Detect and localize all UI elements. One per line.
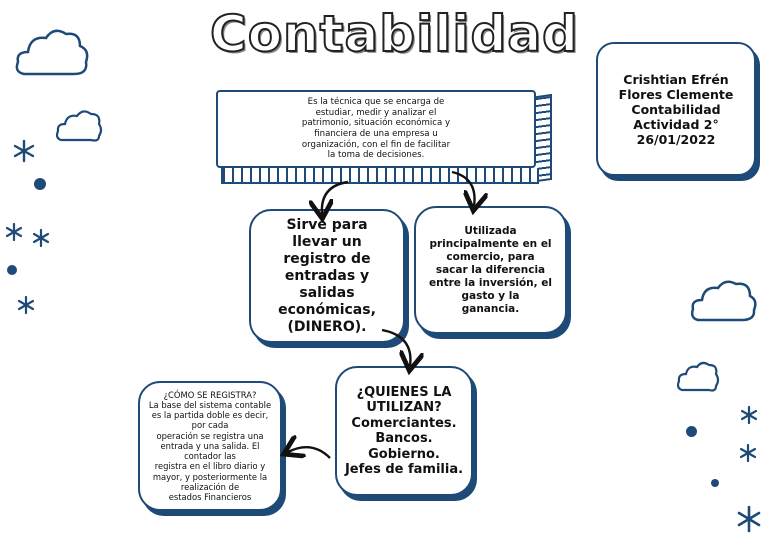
star-icon bbox=[737, 505, 761, 533]
cloud-icon bbox=[690, 280, 757, 322]
recording-text: ¿CÓMO SE REGISTRA? La base del sistema c… bbox=[148, 389, 272, 502]
arrow-icon bbox=[288, 447, 331, 459]
users-text: ¿QUIENES LA UTILIZAN? Comerciantes. Banc… bbox=[344, 384, 464, 478]
star-icon bbox=[740, 405, 758, 425]
star-icon bbox=[5, 222, 23, 242]
dot-icon bbox=[7, 265, 17, 275]
arrow-icon bbox=[381, 328, 410, 366]
users-box: ¿QUIENES LA UTILIZAN? Comerciantes. Banc… bbox=[335, 366, 473, 496]
purpose-text: Sirve para llevar un registro de entrada… bbox=[278, 216, 376, 335]
author-info-box: Crishtian Efrén Flores Clemente Contabil… bbox=[596, 42, 756, 176]
cloud-icon bbox=[55, 110, 103, 142]
recording-box: ¿CÓMO SE REGISTRA? La base del sistema c… bbox=[138, 381, 282, 511]
cloud-icon bbox=[676, 361, 720, 392]
arrow-icon bbox=[322, 180, 349, 214]
author-info-text: Crishtian Efrén Flores Clemente Contabil… bbox=[618, 71, 734, 147]
dot-icon bbox=[34, 178, 46, 190]
dot-icon bbox=[686, 426, 697, 437]
page-title: Contabilidad bbox=[209, 4, 579, 64]
arrow-icon bbox=[451, 170, 475, 206]
star-icon bbox=[17, 295, 35, 315]
dot-icon bbox=[711, 479, 719, 487]
definition-box: Es la técnica que se encarga de estudiar… bbox=[216, 90, 536, 168]
star-icon bbox=[739, 443, 757, 463]
usage-text: Utilizada principalmente en el comercio,… bbox=[428, 224, 553, 315]
star-icon bbox=[32, 228, 50, 248]
star-icon bbox=[13, 139, 35, 163]
cloud-icon bbox=[15, 29, 89, 76]
purpose-box: Sirve para llevar un registro de entrada… bbox=[249, 209, 405, 343]
definition-text: Es la técnica que se encarga de estudiar… bbox=[301, 97, 451, 161]
definition-box-bottom bbox=[221, 168, 539, 184]
usage-box: Utilizada principalmente en el comercio,… bbox=[414, 206, 567, 334]
